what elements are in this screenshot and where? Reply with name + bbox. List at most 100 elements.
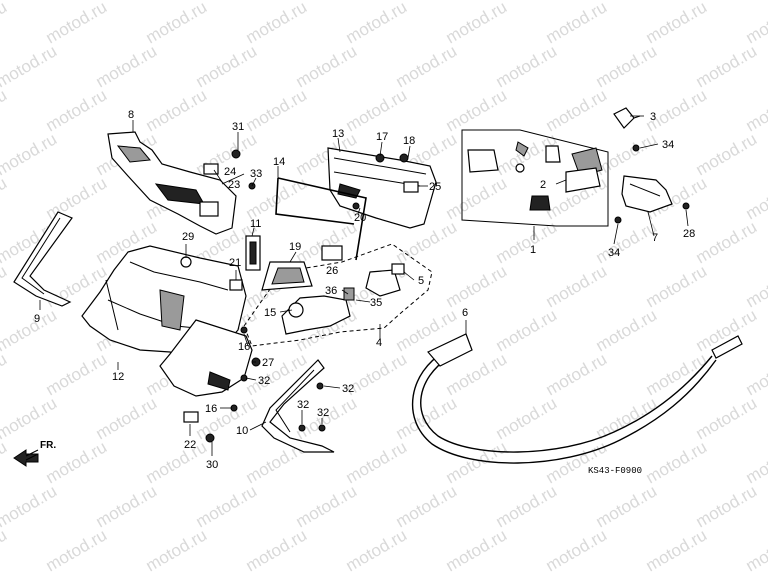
watermark-text: motod.ru [43, 349, 111, 399]
watermark-text: motod.ru [643, 261, 711, 311]
callout-label: 35 [370, 297, 382, 309]
callout-label: 27 [262, 357, 274, 369]
watermark-text: motod.ru [543, 349, 611, 399]
watermark-text: motod.ru [643, 437, 711, 487]
callout-label: 16 [205, 403, 217, 415]
callout-label: 7 [652, 232, 658, 244]
watermark-text: motod.ru [743, 0, 768, 47]
watermark-text: motod.ru [343, 0, 411, 47]
watermark-text: motod.ru [93, 481, 161, 531]
watermark-text: motod.ru [343, 525, 411, 575]
watermark-text: motod.ru [0, 129, 60, 179]
watermark-text: motod.ru [243, 85, 311, 135]
direction-label: FR. [40, 440, 56, 451]
watermark-text: motod.ru [0, 437, 10, 487]
watermark-text: motod.ru [0, 261, 10, 311]
watermark-text: motod.ru [443, 261, 511, 311]
watermark-text: motod.ru [0, 481, 60, 531]
watermark-text: motod.ru [243, 525, 311, 575]
callout-label: 33 [250, 168, 262, 180]
watermark-text: motod.ru [443, 173, 511, 223]
watermark-text: motod.ru [493, 217, 561, 267]
watermark-text: motod.ru [493, 393, 561, 443]
part-6-cable [411, 333, 743, 464]
watermark-text: motod.ru [93, 393, 161, 443]
part-7-bracket [621, 175, 673, 213]
callout-label: 32 [342, 383, 354, 395]
watermark-text: motod.ru [593, 393, 661, 443]
watermark-text: motod.ru [593, 129, 661, 179]
watermark-text: motod.ru [0, 525, 10, 575]
leader-lines [39, 115, 689, 456]
callout-label: 32 [258, 375, 270, 387]
callout-label: 26 [326, 265, 338, 277]
watermark-text: motod.ru [443, 525, 511, 575]
watermark-text: motod.ru [593, 217, 661, 267]
watermark-text: motod.ru [743, 173, 768, 223]
part-12-inner-box [81, 245, 253, 397]
callout-label: 6 [462, 307, 468, 319]
watermark-text: motod.ru [343, 437, 411, 487]
watermark-text: motod.ru [693, 41, 761, 91]
callout-label: 31 [232, 121, 244, 133]
watermark-text: motod.ru [743, 349, 768, 399]
watermark-text: motod.ru [43, 525, 111, 575]
watermark-text: motod.ru [693, 217, 761, 267]
watermark-text: motod.ru [443, 0, 511, 47]
callout-label: 4 [376, 337, 382, 349]
callout-label: 32 [317, 407, 329, 419]
callout-label: 22 [184, 439, 196, 451]
watermark-text: motod.ru [443, 85, 511, 135]
watermark-text: motod.ru [493, 481, 561, 531]
watermark-text: motod.ru [93, 41, 161, 91]
part-3-key [613, 107, 641, 129]
watermark-text: motod.ru [143, 85, 211, 135]
callout-label: 34 [662, 139, 674, 151]
watermark-text: motod.ru [743, 261, 768, 311]
callout-label: 1 [530, 244, 536, 256]
callout-label: 34 [608, 247, 620, 259]
watermark-text: motod.ru [393, 393, 461, 443]
watermark-text: motod.ru [193, 41, 261, 91]
callout-label: 16 [238, 341, 250, 353]
callout-label: 25 [429, 181, 441, 193]
watermark-text: motod.ru [0, 173, 10, 223]
front-direction-indicator: FR. [13, 440, 56, 467]
part-26-label [321, 245, 343, 261]
part-8-bracket [107, 131, 237, 235]
callout-label: 10 [236, 425, 248, 437]
callout-label: 28 [683, 228, 695, 240]
watermark-text: motod.ru [643, 525, 711, 575]
watermark-text: motod.ru [743, 437, 768, 487]
watermark-text: motod.ru [493, 305, 561, 355]
callout-label: 14 [273, 156, 285, 168]
callout-label: 24 [224, 166, 236, 178]
watermark-text: motod.ru [593, 305, 661, 355]
watermark-text: motod.ru [143, 525, 211, 575]
part-9-side-strip [13, 211, 73, 307]
callout-label: 2 [540, 179, 546, 191]
callout-label: 15 [264, 307, 276, 319]
watermark-text: motod.ru [143, 0, 211, 47]
part-11-bracket [245, 235, 261, 271]
callout-layer: 1 2 3 4 5 6 7 8 9 10 11 12 13 14 15 16 1… [34, 109, 695, 471]
watermark-text: motod.ru [493, 41, 561, 91]
part-14-wire-frame [275, 177, 367, 261]
watermark-text: motod.ru [243, 0, 311, 47]
watermark-text: motod.ru [0, 0, 60, 3]
watermark-text: motod.ru [693, 129, 761, 179]
watermark-text: motod.ru [743, 85, 768, 135]
fasteners [180, 144, 690, 443]
watermark-text: motod.ru [393, 41, 461, 91]
watermark-text: motod.ru [543, 85, 611, 135]
watermark-text: motod.ru [43, 173, 111, 223]
callout-label: 13 [332, 128, 344, 140]
watermark-text: motod.ru [43, 85, 111, 135]
part-1-key-set [461, 129, 609, 227]
callout-label: 9 [34, 313, 40, 325]
watermark-text: motod.ru [293, 481, 361, 531]
watermark-text: motod.ru [293, 41, 361, 91]
arrow-left-icon [13, 449, 39, 467]
watermark-text: motod.ru [343, 85, 411, 135]
watermark-text: motod.ru [543, 0, 611, 47]
